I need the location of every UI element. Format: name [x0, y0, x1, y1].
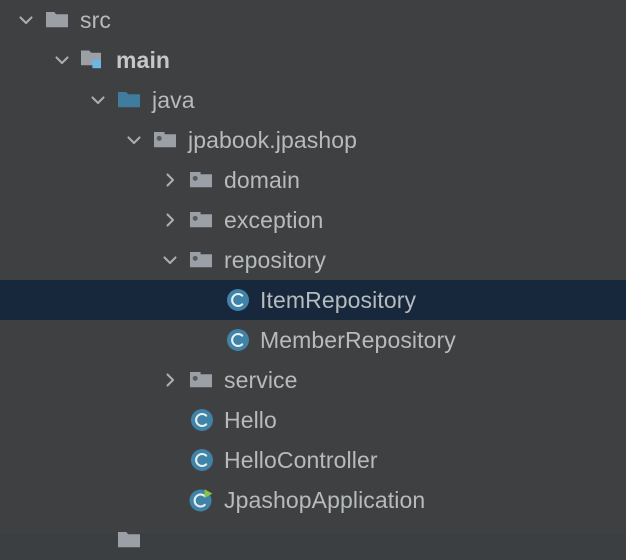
tree-row[interactable]: ItemRepository: [0, 280, 626, 320]
indent-spacer: [0, 20, 14, 21]
tree-row-label: ItemRepository: [260, 286, 417, 313]
tree-row-label: main: [116, 46, 171, 73]
indent-spacer: [0, 140, 122, 141]
tree-row[interactable]: jpabook.jpashop: [0, 120, 626, 160]
chevron-down-icon[interactable]: [14, 8, 38, 32]
indent-spacer: [0, 100, 86, 101]
java-class-runnable-icon: [188, 486, 216, 514]
indent-spacer: [0, 420, 158, 421]
chevron-down-icon[interactable]: [50, 48, 74, 72]
chevron-down-icon[interactable]: [86, 88, 110, 112]
indent-spacer: [0, 460, 158, 461]
package-icon: [188, 166, 216, 194]
java-class-icon: [224, 326, 252, 354]
tree-row-label: MemberRepository: [260, 326, 456, 353]
tree-row[interactable]: exception: [0, 200, 626, 240]
tree-row-label: JpashopApplication: [224, 486, 426, 513]
indent-spacer: [0, 180, 158, 181]
tree-row[interactable]: src: [0, 0, 626, 40]
package-icon: [188, 366, 216, 394]
indent-spacer: [0, 60, 50, 61]
tree-row[interactable]: repository: [0, 240, 626, 280]
tree-row[interactable]: main: [0, 40, 626, 80]
indent-spacer: [0, 380, 158, 381]
tree-row-label: java: [152, 86, 195, 113]
tree-row-label: Hello: [224, 406, 277, 433]
indent-spacer: [0, 300, 194, 301]
tree-row-label: repository: [224, 246, 326, 273]
folder-icon: [44, 6, 72, 34]
package-icon: [188, 246, 216, 274]
tree-row-label: domain: [224, 166, 301, 193]
tree-row[interactable]: [0, 520, 626, 560]
tree-row-label: src: [80, 6, 111, 33]
tree-row-label: jpabook.jpashop: [188, 126, 358, 153]
indent-spacer: [0, 500, 158, 501]
source-root-folder-icon: [80, 46, 108, 74]
toggle-placeholder: [158, 488, 182, 512]
indent-spacer: [0, 540, 86, 541]
indent-spacer: [0, 260, 158, 261]
tree-row[interactable]: java: [0, 80, 626, 120]
tree-row[interactable]: MemberRepository: [0, 320, 626, 360]
folder-icon: [116, 526, 144, 554]
toggle-placeholder: [158, 408, 182, 432]
tree-row-label: exception: [224, 206, 324, 233]
chevron-right-icon[interactable]: [158, 168, 182, 192]
toggle-placeholder: [194, 288, 218, 312]
tree-row[interactable]: HelloController: [0, 440, 626, 480]
toggle-placeholder: [158, 448, 182, 472]
package-icon: [188, 206, 216, 234]
tree-row[interactable]: domain: [0, 160, 626, 200]
indent-spacer: [0, 220, 158, 221]
chevron-right-icon[interactable]: [158, 208, 182, 232]
chevron-down-icon[interactable]: [158, 248, 182, 272]
tree-row[interactable]: service: [0, 360, 626, 400]
toggle-placeholder: [194, 328, 218, 352]
java-class-icon: [224, 286, 252, 314]
toggle-placeholder: [86, 528, 110, 552]
java-class-icon: [188, 406, 216, 434]
chevron-down-icon[interactable]: [122, 128, 146, 152]
indent-spacer: [0, 340, 194, 341]
tree-row[interactable]: JpashopApplication: [0, 480, 626, 520]
java-source-folder-icon: [116, 86, 144, 114]
package-icon: [152, 126, 180, 154]
java-class-icon: [188, 446, 216, 474]
tree-row-label: service: [224, 366, 298, 393]
chevron-right-icon[interactable]: [158, 368, 182, 392]
tree-row[interactable]: Hello: [0, 400, 626, 440]
tree-row-label: HelloController: [224, 446, 378, 473]
